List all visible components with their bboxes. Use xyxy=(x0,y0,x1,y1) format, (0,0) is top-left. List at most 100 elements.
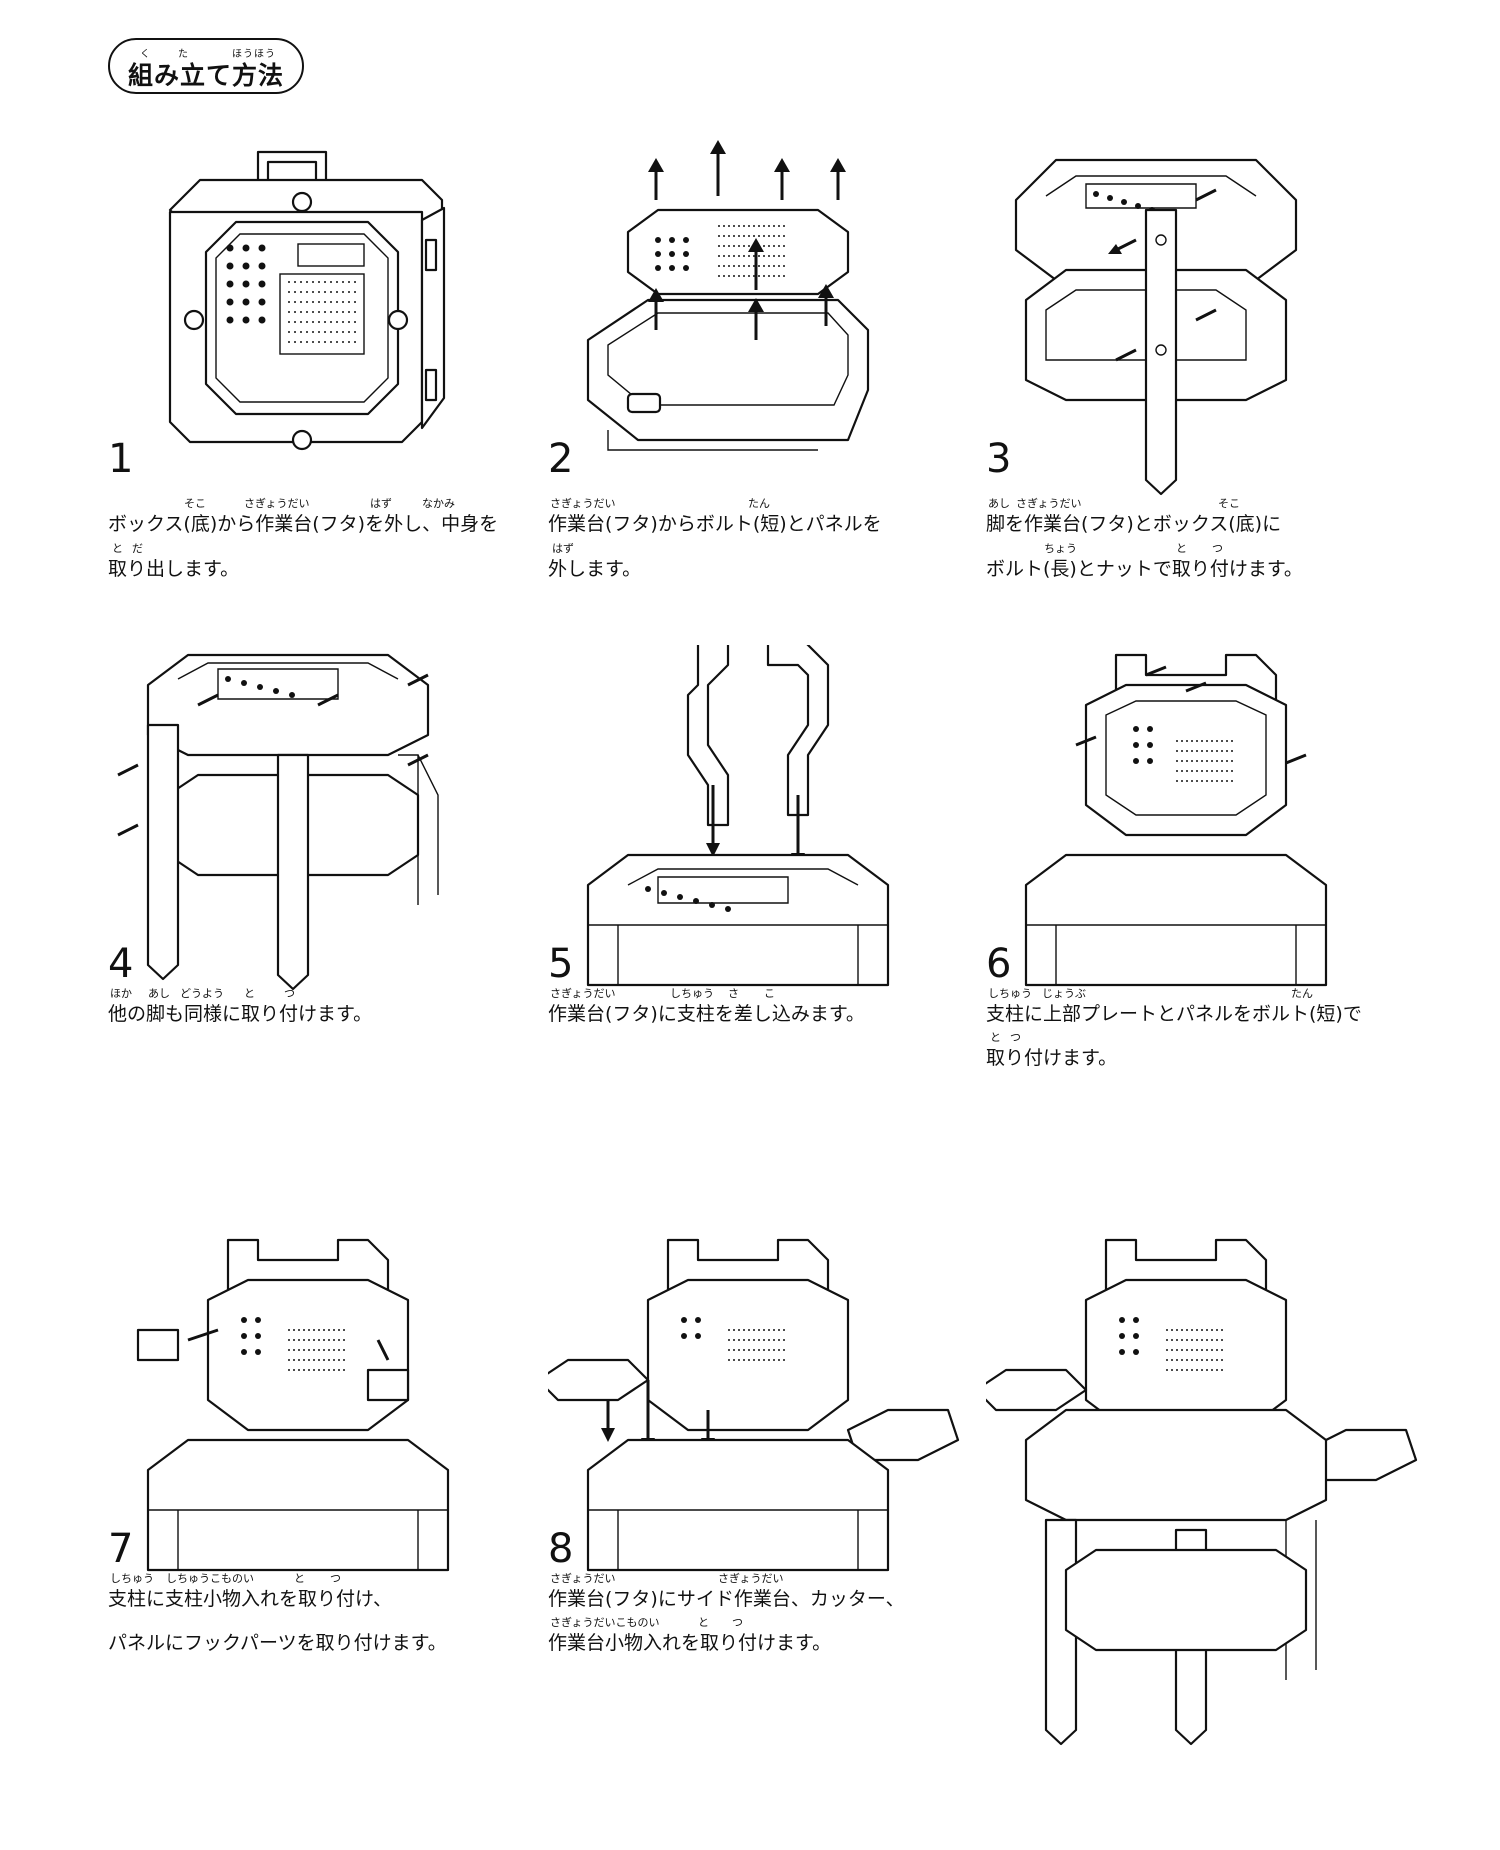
ruby-text: じょうぶ xyxy=(1042,987,1086,1000)
ruby-text: く xyxy=(140,49,151,60)
ruby-text: はず xyxy=(370,497,392,510)
ruby-text: つ xyxy=(330,1572,341,1585)
ruby-text: しちゅう xyxy=(988,987,1032,1000)
ruby-text: つ xyxy=(732,1616,743,1629)
instruction-text: 外します。 xyxy=(548,558,642,580)
instruction-line: ほか あし どうよう と つ 他の脚も同様に取り付けます。 xyxy=(108,985,568,1031)
ruby-row: さぎょうだい たん xyxy=(548,495,1008,510)
step-6-illustration xyxy=(1024,653,1328,987)
step-number: 2 xyxy=(548,436,574,482)
instruction-line: あし さぎょうだい そこ 脚を作業台(フタ)とボックス(底)に xyxy=(986,495,1446,541)
instruction-text: 作業台(フタ)に支柱を差し込みます。 xyxy=(548,1003,865,1025)
ruby-text: た xyxy=(178,49,189,60)
instruction-text: 作業台(フタ)にサイド作業台、カッター、 xyxy=(548,1588,905,1610)
ruby-text: と xyxy=(1176,542,1187,555)
step-5-illustration xyxy=(586,645,890,987)
step-1-illustration xyxy=(168,150,446,451)
instruction-line: しちゅう じょうぶ たん 支柱に上部プレートとパネルをボルト(短)で xyxy=(986,985,1446,1031)
step-number: 8 xyxy=(548,1526,574,1572)
step-number: 1 xyxy=(108,436,134,482)
instruction-text: 取り出します。 xyxy=(108,558,240,580)
instruction-line: と だ 取り出します。 xyxy=(108,540,568,586)
ruby-row: と だ xyxy=(108,540,568,555)
step-3-illustration xyxy=(1014,158,1298,496)
instruction-text: 他の脚も同様に取り付けます。 xyxy=(108,1003,373,1025)
instruction-text: 支柱に支柱小物入れを取り付け、 xyxy=(108,1588,393,1610)
step-6: 6 しちゅう じょうぶ たん 支柱に上部プレートとパネルをボルト(短)で と つ… xyxy=(986,645,1426,1265)
instruction-text: パネルにフックパーツを取り付けます。 xyxy=(108,1632,447,1654)
instruction-line: ちょう と つ ボルト(長)とナットで取り付けます。 xyxy=(986,540,1446,586)
ruby-text: さぎょうだい xyxy=(244,497,310,510)
instruction-line: しちゅう しちゅうこものい と つ 支柱に支柱小物入れを取り付け、 xyxy=(108,1570,568,1616)
instruction-line: と つ 取り付けます。 xyxy=(986,1029,1446,1075)
ruby-text: どうよう xyxy=(180,987,224,1000)
instruction-text: 支柱に上部プレートとパネルをボルト(短)で xyxy=(986,1003,1362,1025)
ruby-text: しちゅうこものい xyxy=(166,1572,254,1585)
step-number: 3 xyxy=(986,436,1012,482)
instruction-text: 作業台小物入れを取り付けます。 xyxy=(548,1632,832,1654)
title-pill: く た ほうほう 組み立て方法 xyxy=(108,38,304,94)
ruby-row: さぎょうだい しちゅう さ こ xyxy=(548,985,1008,1000)
ruby-text: と xyxy=(294,1572,305,1585)
instruction-line: さぎょうだい たん 作業台(フタ)からボルト(短)とパネルを xyxy=(548,495,1008,541)
ruby-text: つ xyxy=(284,987,295,1000)
instruction-text: ボックス(底)から作業台(フタ)を外し、中身を xyxy=(108,513,499,535)
step-7-illustration xyxy=(136,1238,450,1572)
step-number: 6 xyxy=(986,941,1012,987)
instruction-text: 作業台(フタ)からボルト(短)とパネルを xyxy=(548,513,882,535)
instruction-line: さぎょうだい しちゅう さ こ 作業台(フタ)に支柱を差し込みます。 xyxy=(548,985,1008,1031)
ruby-row: あし さぎょうだい そこ xyxy=(986,495,1446,510)
step-2-illustration xyxy=(586,140,870,451)
ruby-text: と xyxy=(990,1031,1001,1044)
ruby-text: だ xyxy=(132,542,143,555)
instruction-line: さぎょうだいこものい と つ 作業台小物入れを取り付けます。 xyxy=(548,1614,1008,1660)
instruction-line: パネルにフックパーツを取り付けます。 xyxy=(108,1614,568,1660)
final-assembly-illustration xyxy=(986,1238,1418,1746)
ruby-text: さぎょうだい xyxy=(718,1572,784,1585)
ruby-text: さぎょうだい xyxy=(550,1572,616,1585)
step-1: 1 そこ さぎょうだい はず なかみ ボックス(底)から作業台(フタ)を外し、中… xyxy=(108,140,548,760)
ruby-row: そこ さぎょうだい はず なかみ xyxy=(108,495,568,510)
ruby-row: ちょう と つ xyxy=(986,540,1446,555)
step-7: 7 しちゅう しちゅうこものい と つ 支柱に支柱小物入れを取り付け、 パネルに… xyxy=(108,1230,548,1850)
step-3: 3 あし さぎょうだい そこ 脚を作業台(フタ)とボックス(底)に ちょう と … xyxy=(986,140,1426,760)
ruby-text: たん xyxy=(748,497,770,510)
ruby-text: さぎょうだい xyxy=(1016,497,1082,510)
ruby-text: さぎょうだい xyxy=(550,987,616,1000)
step-8-illustration xyxy=(548,1238,960,1572)
ruby-text: たん xyxy=(1291,987,1313,1000)
ruby-text: さぎょうだいこものい xyxy=(550,1616,660,1629)
ruby-text: さ xyxy=(728,987,739,1000)
ruby-text: こ xyxy=(764,987,775,1000)
ruby-text: と xyxy=(244,987,255,1000)
ruby-row: ほか あし どうよう と つ xyxy=(108,985,568,1000)
ruby-row: と つ xyxy=(986,1029,1446,1044)
page-title: 組み立て方法 xyxy=(127,61,284,90)
ruby-row: さぎょうだい さぎょうだい xyxy=(548,1570,1008,1585)
ruby-text: つ xyxy=(1010,1031,1021,1044)
instruction-line: はず 外します。 xyxy=(548,540,1008,586)
ruby-text: そこ xyxy=(184,497,206,510)
ruby-text: あし xyxy=(988,497,1010,510)
ruby-text: はず xyxy=(552,542,574,555)
ruby-text: つ xyxy=(1212,542,1223,555)
instruction-text: 取り付けます。 xyxy=(986,1047,1118,1069)
ruby-text: さぎょうだい xyxy=(550,497,616,510)
instruction-text: ボルト(長)とナットで取り付けます。 xyxy=(986,558,1303,580)
ruby-row: はず xyxy=(548,540,1008,555)
ruby-text: しちゅう xyxy=(670,987,714,1000)
ruby-text: しちゅう xyxy=(110,1572,154,1585)
ruby-text: ちょう xyxy=(1044,542,1077,555)
step-number: 7 xyxy=(108,1526,134,1572)
ruby-row: さぎょうだいこものい と つ xyxy=(548,1614,1008,1629)
step-8: 8 さぎょうだい さぎょうだい 作業台(フタ)にサイド作業台、カッター、 さぎょ… xyxy=(548,1230,988,1850)
ruby-text: ほうほう xyxy=(232,49,276,60)
ruby-text: ほか xyxy=(110,987,132,1000)
ruby-text: と xyxy=(698,1616,709,1629)
final-assembly xyxy=(986,1230,1426,1850)
ruby-row: しちゅう しちゅうこものい と つ xyxy=(108,1570,568,1585)
step-2: 2 さぎょうだい たん 作業台(フタ)からボルト(短)とパネルを はず 外します… xyxy=(548,140,988,760)
step-5: 5 さぎょうだい しちゅう さ こ 作業台(フタ)に支柱を差し込みます。 xyxy=(548,645,988,1265)
instruction-line: そこ さぎょうだい はず なかみ ボックス(底)から作業台(フタ)を外し、中身を xyxy=(108,495,568,541)
instruction-line: さぎょうだい さぎょうだい 作業台(フタ)にサイド作業台、カッター、 xyxy=(548,1570,1008,1616)
